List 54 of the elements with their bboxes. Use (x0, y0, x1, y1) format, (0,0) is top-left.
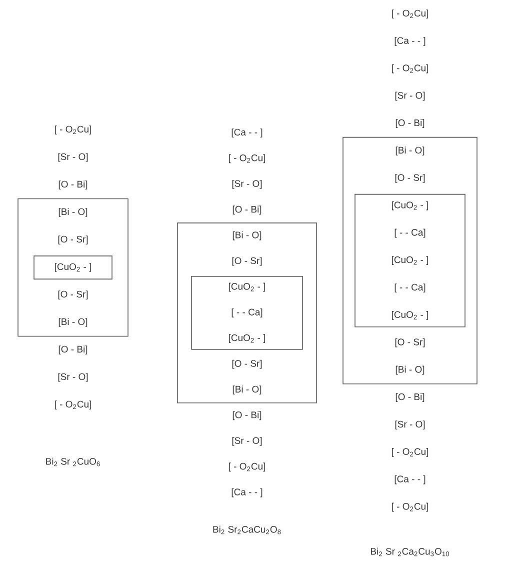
layer-row: [ - O$_{2}$Cu] (392, 10, 428, 18)
layer-box (191, 276, 303, 350)
layer-row: [ - O$_{2}$Cu] (54, 126, 92, 134)
layer-row: [CuO$_{2}$ - ] (392, 310, 428, 320)
layer-row: [Sr - O] (395, 92, 425, 101)
layer-row: [O - Bi] (58, 180, 88, 190)
layer-row: [ - - Ca] (232, 308, 262, 318)
layer-row: [O - Bi] (58, 346, 88, 354)
formula-label: Bi$_{2}$ Sr $_{2}$CuO$_{6}$ (46, 458, 100, 466)
layer-row: [CuO$_{2}$ - ] (54, 263, 92, 272)
layer-box (342, 136, 478, 384)
layer-row: [ - O$_{2}$Cu] (228, 154, 266, 164)
layer-row: [Bi - O] (396, 366, 424, 375)
layer-row: [Ca - - ] (232, 488, 262, 498)
layer-row: [ - O$_{2}$Cu] (228, 462, 266, 472)
layer-row: [ - - Ca] (394, 284, 426, 292)
layer-row: [O - Sr] (395, 174, 425, 183)
layer-row: [CuO$_{2}$ - ] (392, 256, 428, 266)
layer-row: [O - Sr] (232, 360, 262, 369)
layer-row: [O - Bi] (232, 411, 262, 420)
layer-row: [O - Sr] (395, 338, 425, 348)
layer-box (34, 256, 112, 280)
layer-row: [ - O$_{2}$Cu] (392, 448, 428, 457)
layer-row: [O - Bi] (232, 206, 262, 215)
layer-row: [ - O$_{2}$Cu] (392, 502, 428, 512)
layer-row: [Sr - O] (58, 153, 88, 162)
layer-row: [Sr - O] (395, 420, 425, 430)
layer-row: [O - Bi] (396, 119, 424, 128)
layer-row: [ - - Ca] (394, 228, 426, 238)
layer-row: [Bi - O] (58, 208, 88, 217)
layer-row: [ - O$_{2}$Cu] (392, 64, 428, 74)
layer-row: [O - Sr] (58, 236, 88, 244)
layer-row: [O - Bi] (396, 393, 424, 402)
formula-label: Bi$_{2}$ Sr$_{2}$CaCu$_{2}$O$_{8}$ (213, 526, 281, 534)
layer-row: [Sr - O] (232, 180, 262, 189)
layer-box (18, 198, 128, 337)
layer-row: [CuO$_{2}$ - ] (228, 334, 266, 344)
layer-row: [Ca - - ] (232, 128, 262, 138)
layer-box (177, 222, 317, 404)
layer-row: [CuO$_{2}$ - ] (392, 201, 428, 210)
layer-row: [O - Sr] (58, 290, 88, 300)
layer-box (354, 194, 466, 328)
layer-row: [CuO$_{2}$ - ] (228, 282, 266, 292)
layer-row: [Bi - O] (396, 146, 424, 156)
layer-row: [ - O$_{2}$Cu] (54, 400, 92, 410)
layer-row: [Bi - O] (232, 231, 262, 240)
layer-row: [Bi - O] (58, 318, 88, 327)
layer-row: [O - Sr] (232, 257, 262, 266)
layer-row: [Bi - O] (232, 386, 262, 394)
formula-label: Bi$_{2}$ Sr $_{2}$Ca$_{2}$Cu$_{3}$O$_{10}$ (371, 548, 450, 556)
layer-row: [Sr - O] (58, 373, 88, 382)
layer-row: [Sr - O] (232, 436, 262, 446)
layer-row: [Ca - - ] (394, 475, 426, 484)
layer-row: [Ca - - ] (394, 36, 426, 46)
